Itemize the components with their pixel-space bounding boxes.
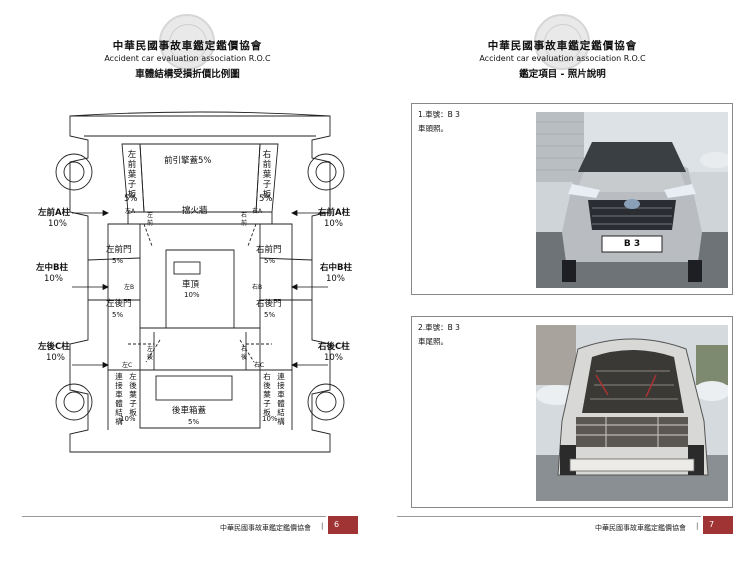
small-front-left: 左前 [146, 212, 153, 227]
left-rear-door-label: 左後門 [106, 299, 132, 309]
right-page: 中華民國事故車鑑定鑑價協會 Accident car evaluation as… [375, 0, 750, 562]
rear-car-photo [536, 325, 728, 501]
left-rear-pct: 10% [120, 415, 136, 423]
right-c-pillar-label: 右後C柱 [318, 342, 350, 352]
left-b-pillar-label: 左中B柱 [36, 263, 68, 273]
org-name-en: Accident car evaluation association R.O.… [104, 54, 271, 63]
right-c-pillar-pct: 10% [324, 353, 343, 363]
right-rear-fender-label: 右後葉子板 [263, 372, 271, 417]
right-a-pillar-pct: 10% [324, 219, 343, 229]
right-front-fender-pct: 5% [259, 194, 273, 204]
photo-label: 2.車號：B 3 [418, 323, 460, 332]
right-b-pillar-pct: 10% [326, 274, 345, 284]
right-rear-door-label: 右後門 [256, 299, 282, 309]
mark-a-right: 右A [252, 208, 263, 215]
right-rear-struct-label: 連接車體結構 [277, 372, 285, 426]
left-a-pillar-label: 左前A柱 [38, 208, 71, 218]
left-rear-fender-label: 左後葉子板 [129, 372, 137, 417]
left-c-pillar-pct: 10% [46, 353, 65, 363]
photo-item-rear: 2.車號：B 3 車尾照。 [411, 316, 733, 508]
license-plate-text: B 3 [623, 239, 641, 249]
right-rear-door-pct: 5% [264, 311, 276, 319]
left-rear-door-pct: 5% [112, 311, 124, 319]
firewall-label: 擋火牆 [182, 206, 208, 216]
front-car-photo: B 3 [536, 112, 728, 288]
org-name-zh: 中華民國事故車鑑定鑑價協會 [487, 40, 638, 52]
page-title: 車體結構受損折價比例圖 [135, 69, 240, 80]
page-title: 鑑定項目 - 照片說明 [519, 69, 606, 80]
small-rear-right: 右後 [240, 346, 247, 361]
right-front-door-pct: 5% [264, 257, 276, 265]
photo-caption: 車頭照。 [418, 124, 448, 133]
left-front-fender-label: 左前葉子板 [127, 150, 137, 200]
mark-c-left: 左C [122, 362, 133, 369]
car-outline-drawing [55, 111, 345, 453]
trunk-lid-label: 後車箱蓋 [172, 406, 207, 416]
right-rear-pct: 10% [262, 415, 278, 423]
footer-rule [397, 516, 701, 517]
right-front-fender-label: 右前葉子板 [262, 150, 272, 200]
footer-org: 中華民國事故車鑑定鑑價協會 [220, 524, 311, 532]
org-name-en: Accident car evaluation association R.O.… [479, 54, 646, 63]
footer-rule [22, 516, 326, 517]
photo-item-front: 1.車號：B 3 車頭照。 [411, 103, 733, 295]
left-front-fender-pct: 5% [124, 194, 138, 204]
mark-a-left: 左A [125, 208, 136, 215]
car-structure-diagram: 前引擎蓋5% 左前葉子板 5% 右前葉子板 5% 擋火牆 左前A柱 10% 右前… [36, 100, 356, 462]
photo-label: 1.車號：B 3 [418, 110, 460, 119]
right-front-door-label: 右前門 [256, 245, 282, 255]
small-rear-left: 左後 [146, 346, 153, 361]
left-rear-struct-label: 連接車體結構 [115, 372, 123, 426]
left-front-door-label: 左前門 [106, 245, 132, 255]
footer-separator: | [696, 522, 699, 530]
mark-b-right: 右B [252, 284, 263, 291]
left-b-pillar-pct: 10% [44, 274, 63, 284]
left-a-pillar-pct: 10% [48, 219, 67, 229]
footer-separator: | [321, 522, 324, 530]
left-page: 中華民國事故車鑑定鑑價協會 Accident car evaluation as… [22, 14, 358, 534]
right-b-pillar-label: 右中B柱 [320, 263, 352, 273]
mark-c-right: 右C [254, 362, 265, 369]
left-c-pillar-label: 左後C柱 [38, 342, 70, 352]
association-seal-logo [159, 14, 215, 70]
right-a-pillar-label: 右前A柱 [318, 208, 351, 218]
page-number: 7 [703, 516, 733, 534]
left-front-door-pct: 5% [112, 257, 124, 265]
front-hood-label: 前引擎蓋5% [164, 156, 212, 166]
association-seal-logo [534, 14, 590, 70]
roof-label: 車頂 [182, 280, 200, 290]
roof-pct: 10% [184, 291, 200, 299]
mark-b-left: 左B [124, 284, 135, 291]
photo-caption: 車尾照。 [418, 337, 448, 346]
page-number: 6 [328, 516, 358, 534]
footer-org: 中華民國事故車鑑定鑑價協會 [595, 524, 686, 532]
trunk-lid-pct: 5% [188, 418, 200, 426]
org-name-zh: 中華民國事故車鑑定鑑價協會 [112, 40, 263, 52]
small-front-right: 右前 [240, 212, 247, 227]
